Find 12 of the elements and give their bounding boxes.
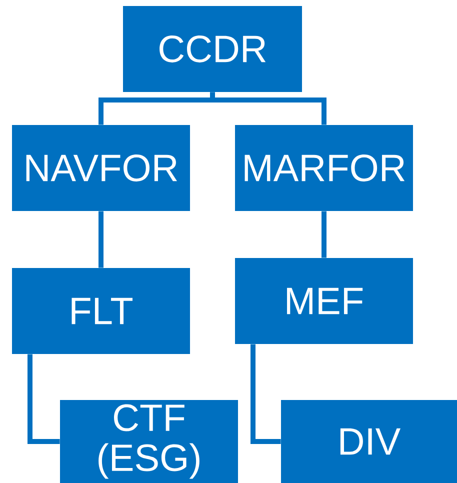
org-box: CCDR	[123, 6, 302, 92]
org-box: FLT	[12, 268, 190, 354]
org-box: DIV	[281, 400, 457, 483]
connector-line	[322, 211, 326, 258]
org-box: MARFOR	[235, 125, 413, 211]
connector-line	[210, 92, 326, 125]
connector-line	[98, 211, 104, 268]
org-box: MEF	[235, 258, 413, 344]
org-box: CTF (ESG)	[60, 400, 238, 483]
org-box: NAVFOR	[12, 125, 190, 211]
connector-line	[250, 344, 281, 444]
connector-line	[28, 354, 60, 444]
